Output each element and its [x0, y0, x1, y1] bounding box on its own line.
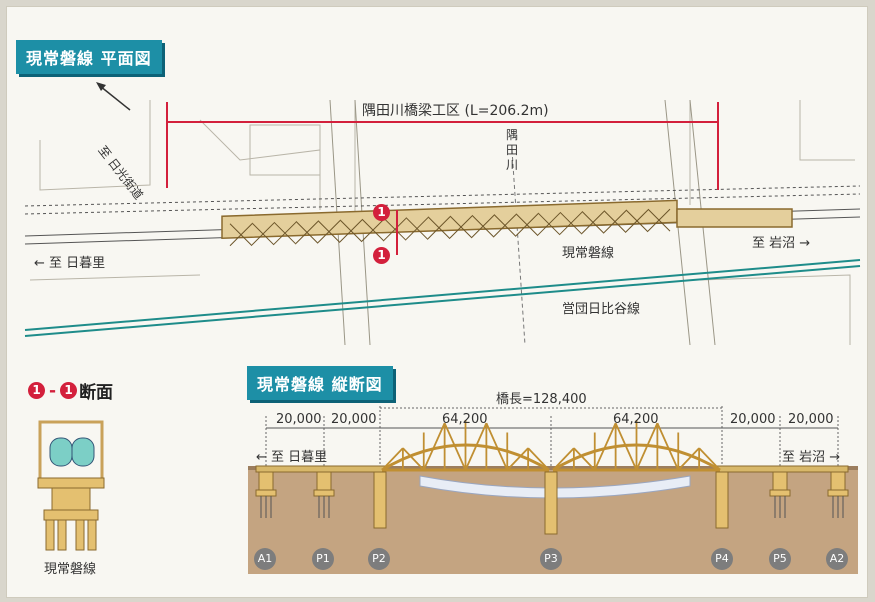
- truss-diagonal: [635, 422, 659, 471]
- truss-diagonal: [552, 447, 575, 471]
- plan-truss-brace: [229, 223, 253, 247]
- river-label: 隅 田 川: [506, 128, 519, 172]
- piers: [255, 471, 849, 535]
- span-dim-6: 20,000: [788, 412, 834, 427]
- section-marker-a: 1: [28, 382, 45, 399]
- profile-title-badge: 現常磐線 縦断図: [247, 366, 393, 400]
- pier-label-p3: P3: [540, 548, 562, 570]
- plan-truss-brace: [581, 211, 605, 234]
- span-label: 隅田川橋梁工区 (L=206.2m): [358, 100, 553, 120]
- plan-truss-brace: [317, 220, 341, 243]
- section-caption: 現常磐線: [44, 562, 97, 577]
- truss-diagonal: [614, 422, 638, 471]
- truss-diagonal: [698, 447, 721, 471]
- truss-diagonal: [422, 422, 446, 471]
- plan-truss-brace: [559, 211, 583, 235]
- section-title-text: 断面: [79, 383, 114, 403]
- plan-title-badge: 現常磐線 平面図: [16, 40, 162, 74]
- section-title: 1 - 1 断面: [28, 378, 113, 403]
- plan-truss-brace: [537, 212, 561, 236]
- plan-truss-brace: [427, 216, 451, 240]
- section-dash: -: [49, 380, 57, 401]
- plan-to-nippori: ← 至 日暮里: [34, 256, 106, 271]
- truss-diagonal: [506, 447, 529, 471]
- truss-diagonal: [573, 447, 596, 471]
- plan-truss-brace: [405, 217, 429, 240]
- section-marker-bottom: 1: [373, 247, 390, 264]
- truss-diagonal: [464, 422, 488, 471]
- truss-diagonal: [443, 422, 467, 471]
- profile-to-nippori: ← 至 日暮里: [256, 450, 328, 465]
- plan-truss-brace: [603, 210, 627, 233]
- plan-line-label: 現常磐線: [562, 246, 615, 261]
- pier-label-a2: A2: [826, 548, 848, 570]
- span-dim-1: 20,000: [276, 412, 322, 427]
- truss-diagonal: [485, 422, 509, 471]
- profile-to-iwanuma: 至 岩沼 →: [782, 450, 841, 465]
- plan-to-iwanuma: 至 岩沼 →: [752, 236, 811, 251]
- plan-truss-brace: [383, 217, 407, 241]
- truss-diagonal: [402, 447, 425, 471]
- pier-label-p1: P1: [312, 548, 334, 570]
- span-dim-2: 20,000: [331, 412, 377, 427]
- section-marker-b: 1: [60, 382, 78, 399]
- truss-diagonal: [527, 447, 550, 471]
- plan-truss-brace: [295, 221, 319, 244]
- plan-truss-brace: [493, 214, 517, 237]
- truss-diagonal: [656, 422, 680, 471]
- section-marker-top: 1: [373, 204, 390, 221]
- subway-label: 営団日比谷線: [562, 302, 641, 317]
- river-water: [419, 475, 691, 499]
- truss-diagonal: [677, 447, 700, 471]
- plan-truss-brace: [515, 213, 539, 237]
- span-dim-3: 64,200: [442, 412, 488, 427]
- truss-diagonal: [381, 447, 404, 471]
- plan-truss-brace: [251, 222, 275, 246]
- plan-truss-brace: [647, 208, 671, 232]
- plan-truss-brace: [471, 214, 495, 238]
- truss-diagonal: [593, 422, 617, 471]
- plan-truss-brace: [361, 218, 385, 242]
- plan-truss-brace: [273, 221, 297, 245]
- pier-label-p4: P4: [711, 548, 733, 570]
- pier-label-p2: P2: [368, 548, 390, 570]
- span-dim-4: 64,200: [613, 412, 659, 427]
- plan-truss-brace: [339, 219, 363, 243]
- pier-label-a1: A1: [254, 548, 276, 570]
- span-dim-5: 20,000: [730, 412, 776, 427]
- pier-label-p5: P5: [769, 548, 791, 570]
- plan-truss-brace: [625, 209, 649, 233]
- plan-truss-brace: [449, 215, 473, 239]
- bridge-length-label: 橋長=128,400: [496, 392, 587, 407]
